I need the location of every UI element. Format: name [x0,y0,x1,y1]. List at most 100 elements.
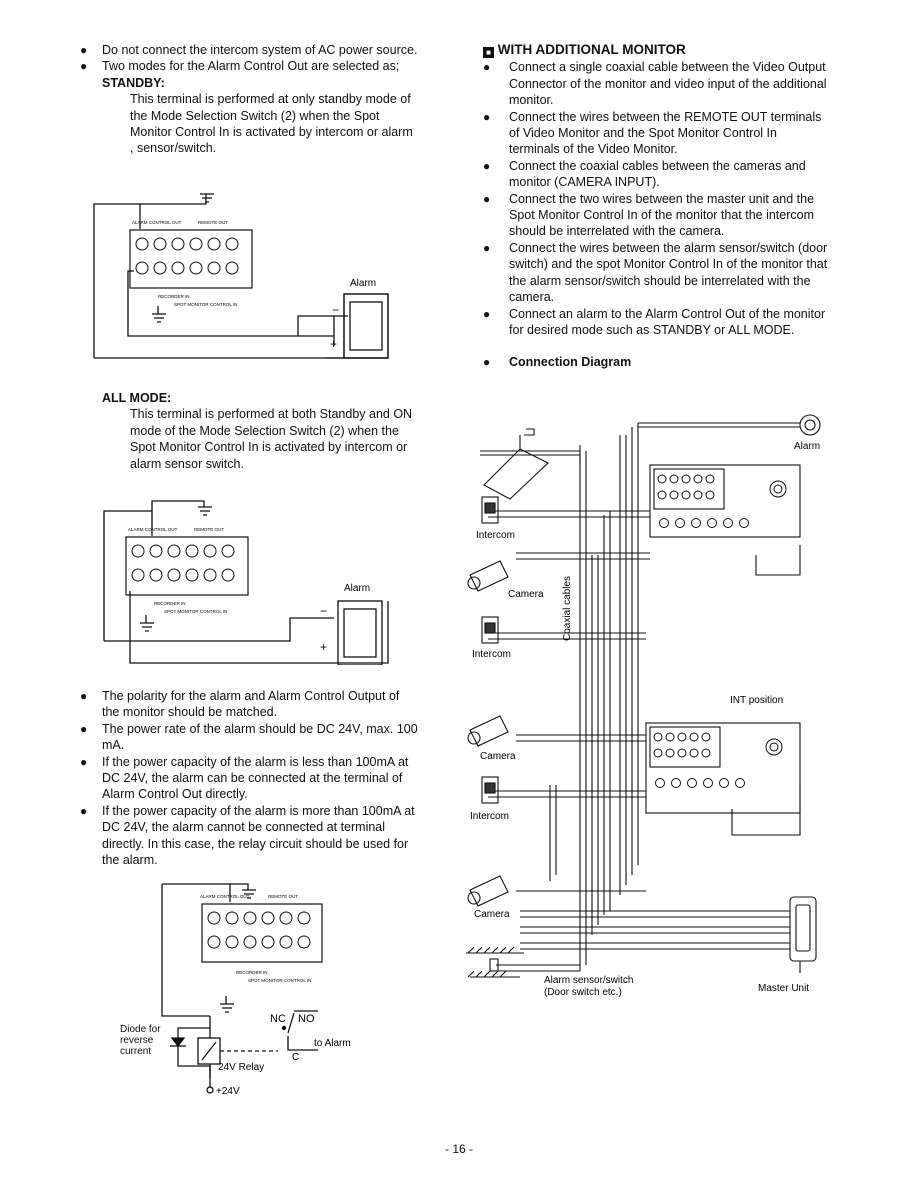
bullet-dot-icon: ● [483,355,491,370]
bullet-text: Connect an alarm to the Alarm Control Ou… [509,306,826,337]
bullet-text: Connect the wires between the alarm sens… [509,240,828,305]
intercom-label: Intercom [470,811,509,822]
alarm-sensor-sublabel: (Door switch etc.) [544,987,622,998]
bullet-dot-icon: ● [80,689,88,703]
bullet-dot-icon: ● [80,803,88,818]
allmode-wiring-diagram: ALARM CONTROL OUT REMOTE OUT RECORDER IN… [103,500,389,665]
terminal-label: RECORDER IN [236,970,268,975]
to-alarm-label: to Alarm [314,1038,351,1049]
terminal-screws [131,544,235,582]
standby-wiring-diagram: ALARM CONTROL OUT REMOTE OUT RECORDER IN… [93,193,389,359]
camera-label: Camera [474,909,510,920]
terminal-label: SPOT MONITOR CONTROL IN [174,302,237,307]
bullet-dot-icon: ● [483,60,491,75]
terminal-screws [135,237,239,275]
allmode-description: This terminal is performed at both Stand… [130,407,413,471]
bullet-dot-icon: ● [80,754,88,769]
recorder-icon [483,428,549,500]
left-bottom-bullets: ● The polarity for the alarm and Alarm C… [80,688,418,868]
camera-icon [467,560,509,907]
terminal-label: SPOT MONITOR CONTROL IN [164,609,227,614]
terminal-label: ALARM CONTROL OUT [128,527,178,532]
bullet-text: The polarity for the alarm and Alarm Con… [102,689,400,720]
terminal-label: REMOTE OUT [198,220,228,225]
supply-label: +24V [216,1086,240,1096]
relay-circuit-diagram: ALARM CONTROL OUT REMOTE OUT RECORDER IN… [161,883,351,1096]
bullet-text: Two modes for the Alarm Control Out are … [102,59,400,74]
alarm-label: Alarm [344,583,370,594]
bullet-text: Connect the two wires between the master… [509,191,815,239]
coaxial-cables-label: Coaxial cables [562,576,573,641]
bullet-text: Connect the coaxial cables between the c… [509,158,806,190]
terminal-label: RECORDER IN [158,294,190,299]
relay-label: 24V Relay [218,1062,264,1073]
bullet-item: ● Two modes for the Alarm Control Out ar… [80,58,418,74]
section-title-row: ■ WITH ADDITIONAL MONITOR [483,42,828,58]
page-number: - 16 - [444,1142,473,1156]
terminal-label: ALARM CONTROL OUT [132,220,182,225]
plus-sign: + [330,337,337,351]
terminal-label: RECORDER IN [154,601,186,606]
connection-heading: Connection Diagram [509,355,632,370]
bullet-dot-icon: ● [483,240,491,255]
diode-label: Diode for reverse current [120,1024,161,1057]
bullet-text: The power rate of the alarm should be DC… [102,721,418,753]
monitor-1-terminals [657,474,787,528]
terminal-label: REMOTE OUT [268,894,298,899]
monitor-2-terminals [653,732,783,788]
right-column: ■ WITH ADDITIONAL MONITOR ● Connect a si… [483,42,828,371]
bullet-dot-icon: ● [483,158,491,173]
bullet-item: ● The polarity for the alarm and Alarm C… [80,688,418,721]
bullet-text: Connect a single coaxial cable between t… [509,60,827,108]
intercom-icon [481,496,499,804]
nc-label: NC [270,1013,286,1025]
intercom-label: Intercom [476,530,515,541]
bullet-dot-icon: ● [483,306,491,321]
camera-label: Camera [480,751,516,762]
terminal-label: SPOT MONITOR CONTROL IN [248,978,311,983]
plus-sign: + [320,640,327,654]
alarm-sensor-icon [466,946,524,978]
bullet-text: If the power capacity of the alarm is le… [102,754,409,802]
alarm-sensor-label: Alarm sensor/switch [544,975,633,986]
terminal-label: REMOTE OUT [194,527,224,532]
bullet-item: ● Connection Diagram [483,354,828,370]
bullet-item: ● Connect an alarm to the Alarm Control … [483,306,828,339]
bullet-text: If the power capacity of the alarm is mo… [102,803,415,868]
standby-description: This terminal is performed at only stand… [130,92,413,156]
bullet-item: ● Connect the wires between the alarm se… [483,240,828,306]
allmode-heading: ALL MODE: [102,391,172,405]
bullet-dot-icon: ● [80,59,88,74]
bullet-item: ● The power rate of the alarm should be … [80,721,418,754]
camera-label: Camera [508,589,544,600]
minus-sign: − [320,604,327,618]
connection-diagram: Alarm Intercom Camera Intercom Camera In… [466,414,821,998]
master-unit-label: Master Unit [758,983,809,994]
bullet-text: Do not connect the intercom system of AC… [102,43,418,57]
terminal-label: ALARM CONTROL OUT [200,894,250,899]
section-title: WITH ADDITIONAL MONITOR [497,42,686,57]
alarm-label: Alarm [794,441,820,452]
bullet-dot-icon: ● [80,43,88,57]
alarm-label: Alarm [350,278,376,289]
bullet-item: ● Connect the wires between the REMOTE O… [483,109,828,158]
intercom-label: Intercom [472,649,511,660]
bullet-dot-icon: ● [483,109,491,124]
bullet-dot-icon: ● [80,721,88,736]
bullet-item: ● Connect the coaxial cables between the… [483,158,828,191]
int-position-label: INT position [730,695,783,706]
section-marker-icon: ■ [483,47,494,58]
allmode-section: ALL MODE: This terminal is performed at … [80,390,418,472]
bullet-item: ● If the power capacity of the alarm is … [80,754,418,803]
terminal-screws [207,911,311,949]
c-label: C [292,1052,299,1063]
no-label: NO [298,1013,315,1025]
bullet-item: ● Connect a single coaxial cable between… [483,59,828,108]
bullet-dot-icon: ● [483,191,491,206]
minus-sign: − [332,303,339,317]
bullet-item: ● If the power capacity of the alarm is … [80,803,418,869]
bullet-text: Connect the wires between the REMOTE OUT… [509,109,822,157]
standby-heading: STANDBY: [102,75,165,90]
left-column: ● Do not connect the intercom system of … [80,42,418,157]
bullet-item: ● Do not connect the intercom system of … [80,42,418,58]
